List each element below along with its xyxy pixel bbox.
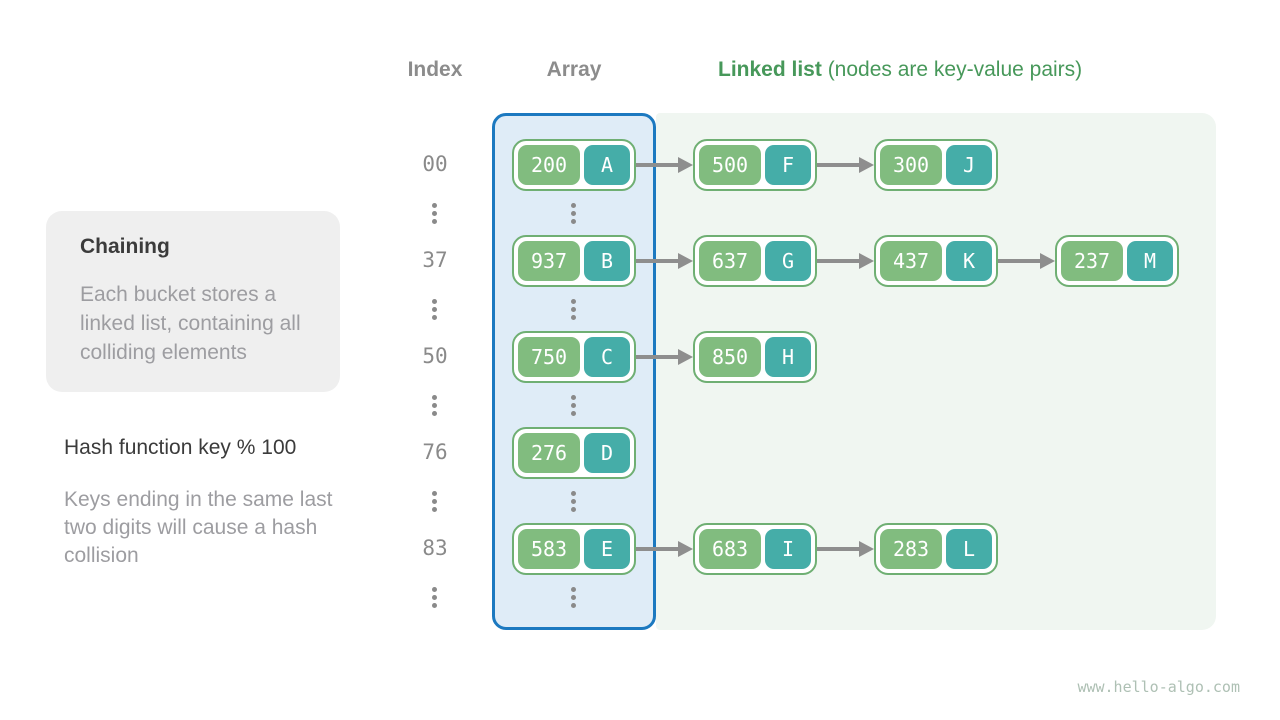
arrow-shaft [998, 259, 1042, 263]
value-cell: K [946, 241, 992, 281]
ellipsis-dots [571, 203, 576, 224]
value-cell: J [946, 145, 992, 185]
index-label: 37 [422, 248, 448, 272]
value-cell: F [765, 145, 811, 185]
arrow-connector [817, 235, 874, 287]
key-cell: 583 [518, 529, 580, 569]
key-cell: 937 [518, 241, 580, 281]
arrow-connector [636, 235, 693, 287]
ellipsis-dots [571, 491, 576, 512]
arrow-head-icon [678, 349, 693, 365]
value-cell: D [584, 433, 630, 473]
key-cell: 850 [699, 337, 761, 377]
index-label: 76 [422, 440, 448, 464]
arrow-shaft [817, 547, 861, 551]
ellipsis-dots [432, 587, 437, 608]
ellipsis-dots [571, 299, 576, 320]
hash-function-note: Hash function key % 100 Keys ending in t… [64, 436, 344, 570]
value-cell: B [584, 241, 630, 281]
arrow-connector [636, 331, 693, 383]
arrow-head-icon [859, 157, 874, 173]
arrow-connector [817, 523, 874, 575]
watermark: www.hello-algo.com [1077, 678, 1240, 696]
key-cell: 300 [880, 145, 942, 185]
linked-list-column-header: Linked list (nodes are key-value pairs) [718, 58, 1082, 82]
index-label: 50 [422, 344, 448, 368]
ellipsis-dots [432, 395, 437, 416]
key-cell: 500 [699, 145, 761, 185]
arrow-shaft [636, 547, 680, 551]
value-cell: M [1127, 241, 1173, 281]
ellipsis-dots [432, 299, 437, 320]
value-cell: I [765, 529, 811, 569]
key-cell: 637 [699, 241, 761, 281]
arrow-connector [636, 523, 693, 575]
index-label: 00 [422, 152, 448, 176]
chaining-card-title: Chaining [80, 235, 170, 258]
arrow-head-icon [859, 541, 874, 557]
arrow-shaft [817, 163, 861, 167]
key-cell: 283 [880, 529, 942, 569]
value-cell: C [584, 337, 630, 377]
ellipsis-dots [571, 587, 576, 608]
ellipsis-dots [571, 395, 576, 416]
arrow-head-icon [678, 253, 693, 269]
value-cell: L [946, 529, 992, 569]
ellipsis-dots [432, 203, 437, 224]
key-cell: 200 [518, 145, 580, 185]
hash-function-body: Keys ending in the same last two digits … [64, 488, 333, 567]
key-cell: 683 [699, 529, 761, 569]
chaining-card-body: Each bucket stores a linked list, contai… [80, 283, 301, 364]
key-cell: 276 [518, 433, 580, 473]
arrow-head-icon [859, 253, 874, 269]
arrow-shaft [817, 259, 861, 263]
key-cell: 750 [518, 337, 580, 377]
value-cell: A [584, 145, 630, 185]
arrow-head-icon [1040, 253, 1055, 269]
value-cell: E [584, 529, 630, 569]
key-cell: 237 [1061, 241, 1123, 281]
index-column-header: Index [407, 58, 463, 81]
linked-list-header-bold: Linked list [718, 58, 822, 81]
linked-list-header-note: (nodes are key-value pairs) [821, 58, 1083, 81]
array-column-header: Array [546, 58, 602, 81]
key-cell: 437 [880, 241, 942, 281]
arrow-connector [636, 139, 693, 191]
value-cell: H [765, 337, 811, 377]
arrow-shaft [636, 355, 680, 359]
chaining-card: Chaining Each bucket stores a linked lis… [46, 211, 340, 392]
arrow-shaft [636, 259, 680, 263]
arrow-shaft [636, 163, 680, 167]
arrow-head-icon [678, 157, 693, 173]
ellipsis-dots [432, 491, 437, 512]
arrow-connector [998, 235, 1055, 287]
hash-function-title: Hash function key % 100 [64, 436, 297, 459]
index-label: 83 [422, 536, 448, 560]
value-cell: G [765, 241, 811, 281]
arrow-connector [817, 139, 874, 191]
arrow-head-icon [678, 541, 693, 557]
